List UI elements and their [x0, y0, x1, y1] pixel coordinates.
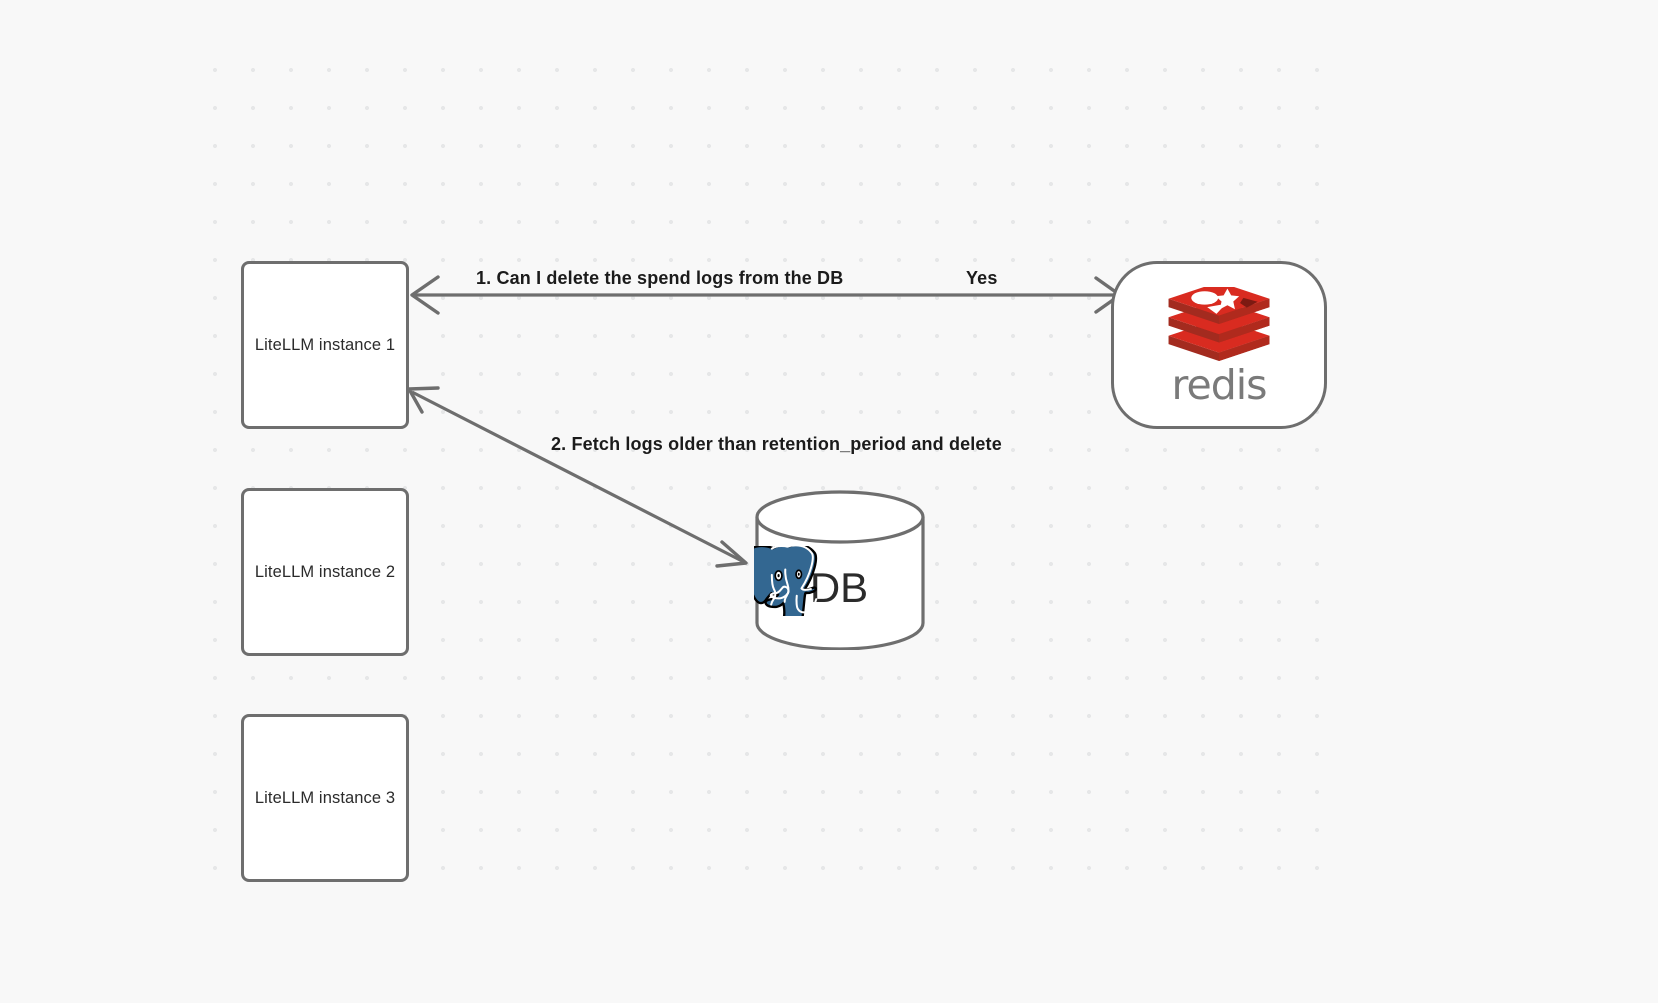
arrowhead-left-litellm1	[410, 275, 440, 315]
edge-label-1: 1. Can I delete the spend logs from the …	[476, 268, 844, 288]
edge-label-2: 2. Fetch logs older than retention_perio…	[551, 434, 1002, 454]
node-litellm-instance-1[interactable]: LiteLLM instance 1	[241, 261, 409, 429]
node-litellm-instance-2[interactable]: LiteLLM instance 2	[241, 488, 409, 656]
postgresql-elephant-icon	[754, 546, 818, 616]
node-db[interactable]: DB	[754, 490, 926, 650]
edge-litellm1-to-db	[407, 386, 748, 568]
redis-wordmark: redis	[1171, 360, 1268, 409]
node-label-litellm-instance-2: LiteLLM instance 2	[254, 562, 396, 581]
db-logo-row: DB	[754, 546, 926, 630]
edge-label-1-reply: Yes	[966, 268, 998, 288]
arrowhead-downright-db	[715, 540, 748, 568]
redis-logo-icon	[1168, 286, 1270, 361]
node-redis[interactable]: redis	[1111, 261, 1327, 429]
node-litellm-instance-3[interactable]: LiteLLM instance 3	[241, 714, 409, 882]
arrowhead-upleft-litellm1	[407, 386, 440, 414]
node-label-litellm-instance-1: LiteLLM instance 1	[254, 335, 396, 354]
node-label-litellm-instance-3: LiteLLM instance 3	[254, 788, 396, 807]
db-label: DB	[809, 564, 869, 611]
redis-logo-wrap: redis	[1165, 286, 1273, 409]
